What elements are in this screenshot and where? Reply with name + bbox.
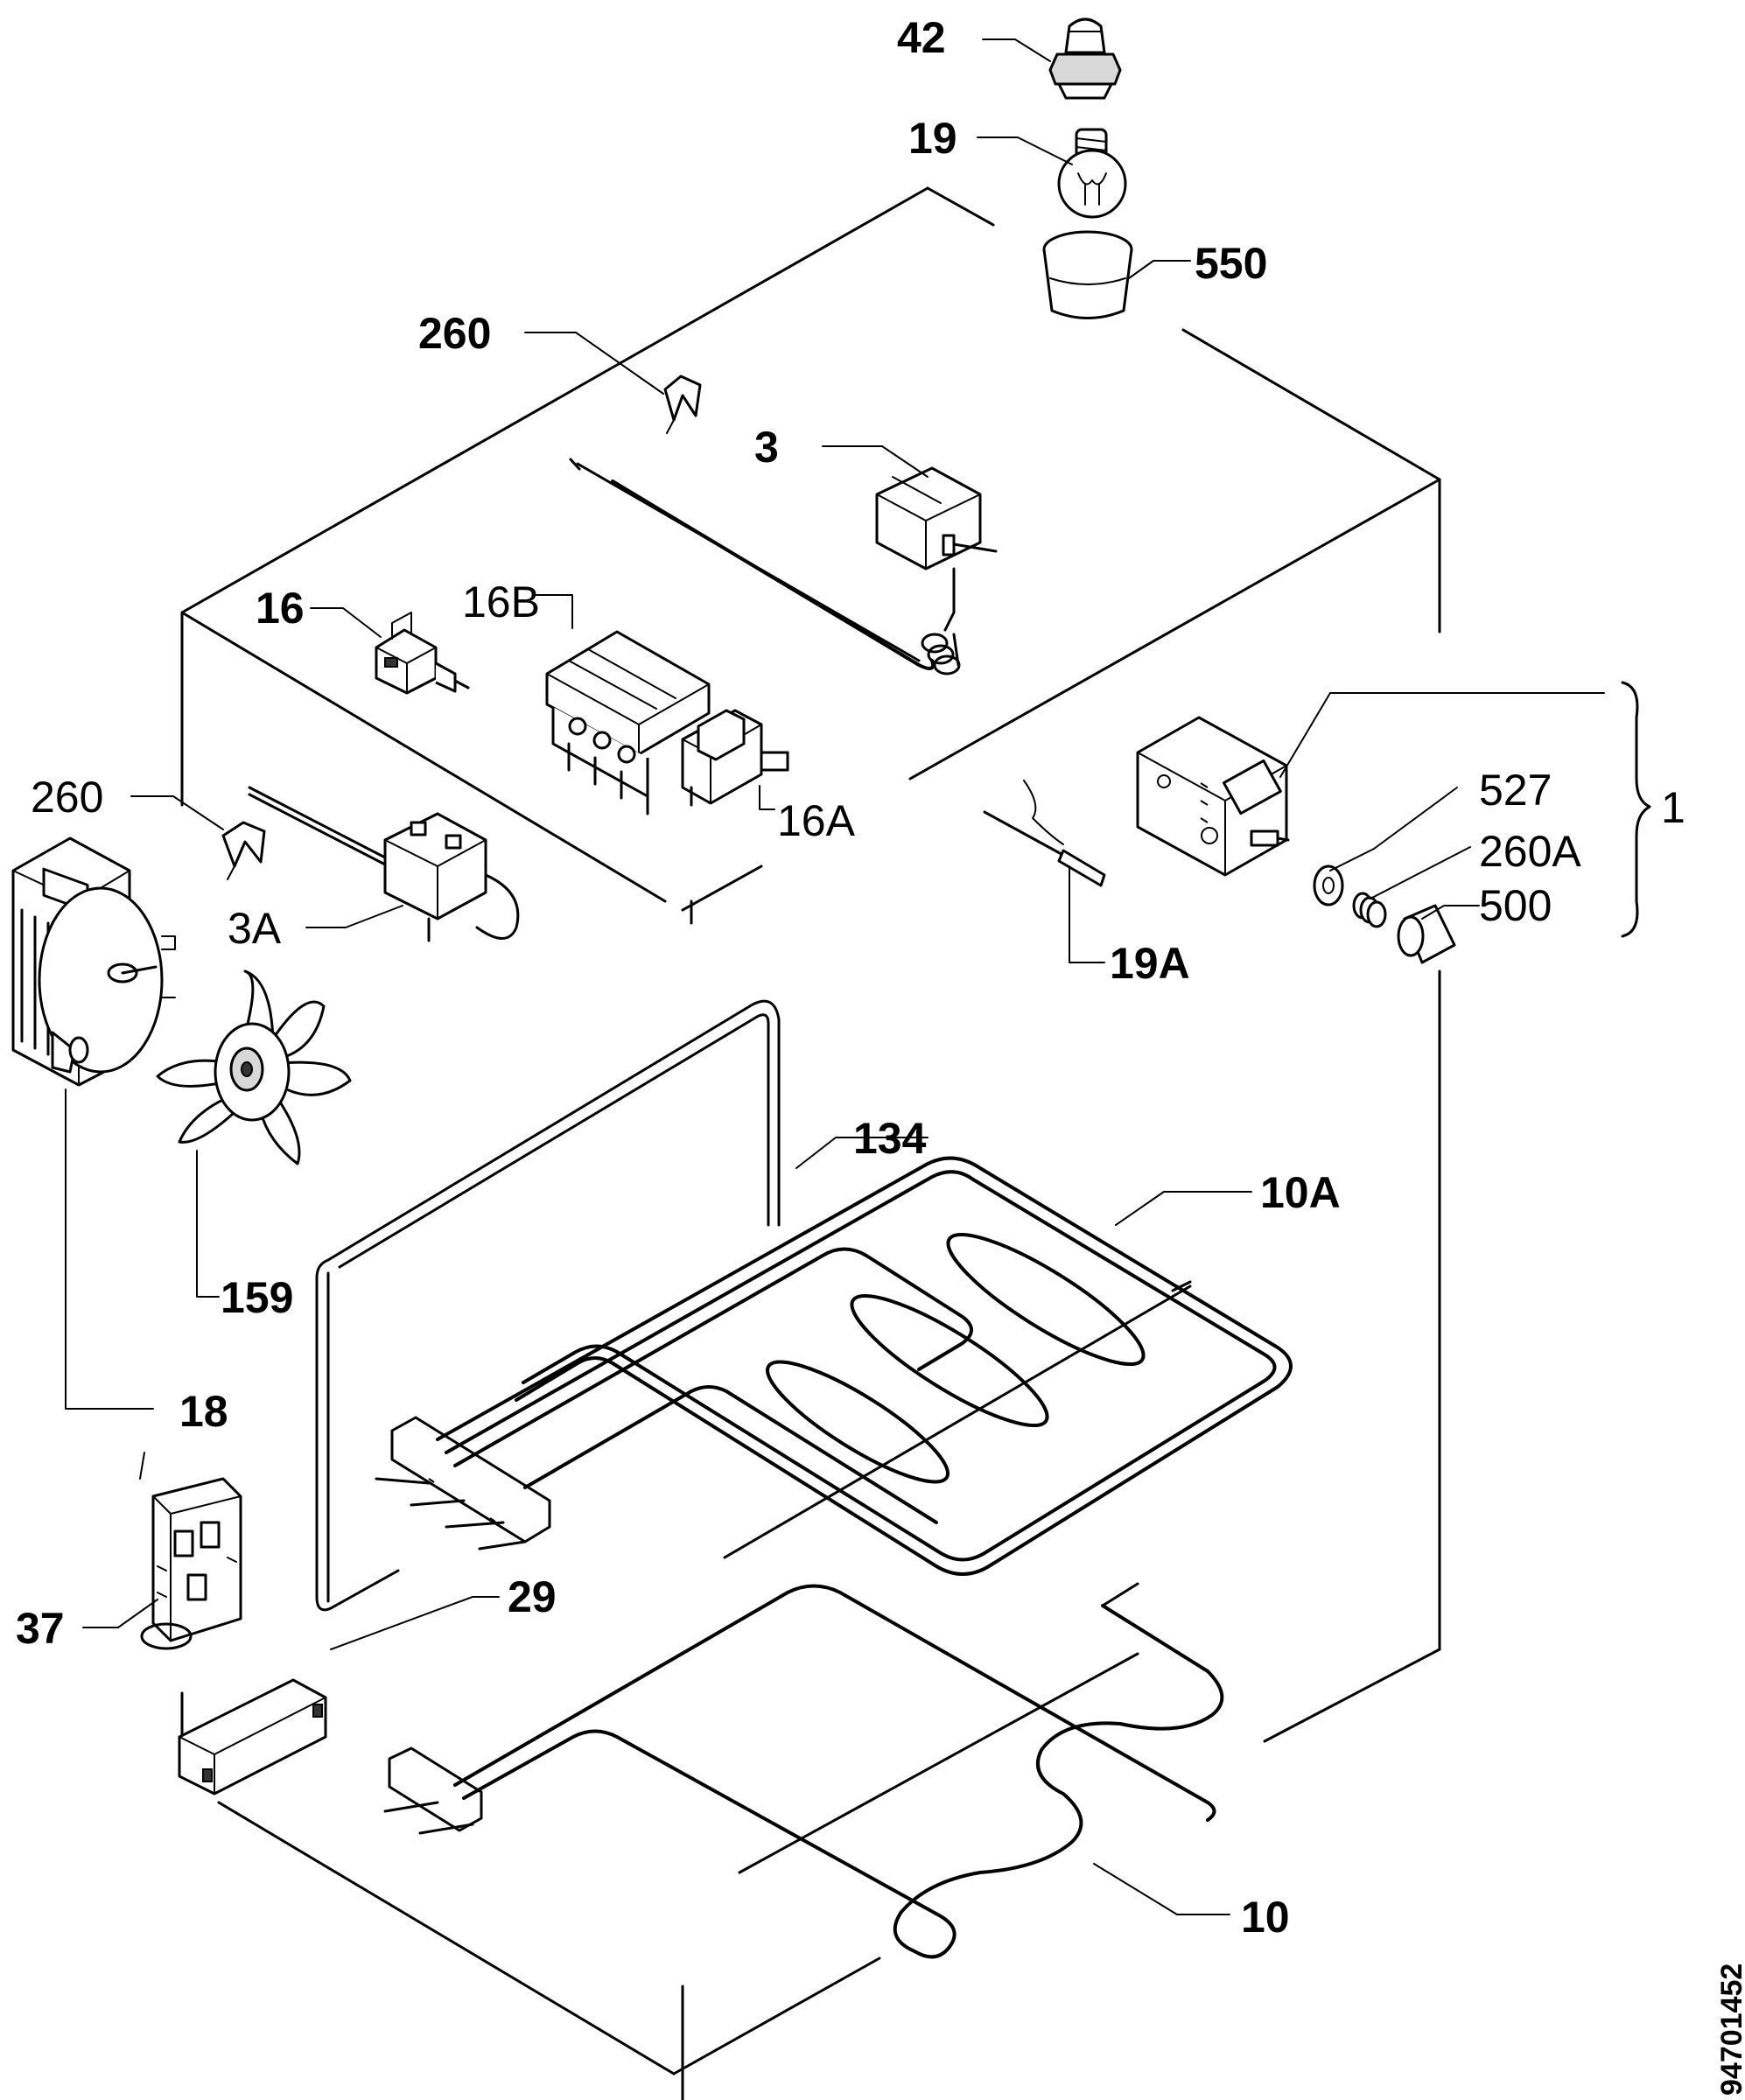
push-switch-part <box>375 612 470 695</box>
lamp-glass-cover-part <box>1042 230 1133 319</box>
label-500: 500 <box>1479 881 1552 930</box>
mounting-clip-top-part <box>663 374 702 434</box>
label-19A: 19A <box>1110 939 1190 988</box>
function-switch-part <box>681 709 789 807</box>
label-16B: 16B <box>462 578 540 626</box>
label-29: 29 <box>508 1572 557 1621</box>
safety-thermostat-part <box>248 786 520 942</box>
lower-heating-element-part <box>383 1582 1224 1959</box>
label-16A: 16A <box>777 796 856 845</box>
upper-heating-element-part <box>375 1156 1293 1576</box>
thermostat-part <box>569 458 998 676</box>
electronic-timer-part <box>1136 716 1290 877</box>
door-hinge-bracket-part <box>140 1477 242 1650</box>
timer-knob-parts <box>1313 864 1456 964</box>
terminal-block-part <box>178 1678 327 1796</box>
label-1: 1 <box>1661 783 1685 832</box>
label-16: 16 <box>256 584 305 633</box>
document-number: 94701452 <box>1715 1964 1745 2096</box>
label-260-top: 260 <box>418 309 491 358</box>
fan-motor-part <box>11 836 176 1087</box>
label-42: 42 <box>897 13 946 62</box>
label-260A: 260A <box>1479 827 1581 876</box>
temperature-sensor-part <box>983 780 1106 887</box>
leader-lines <box>65 38 1651 1915</box>
selector-switch-part <box>545 630 711 816</box>
lamp-bulb-part <box>1057 128 1127 219</box>
label-527: 527 <box>1479 766 1552 815</box>
label-10A: 10A <box>1260 1168 1341 1217</box>
lamp-cover-cap-part <box>1048 18 1122 100</box>
mounting-clip-left-part <box>221 821 266 880</box>
rear-panel-part <box>315 999 781 1612</box>
label-18: 18 <box>179 1387 228 1436</box>
label-3: 3 <box>754 423 779 472</box>
label-134: 134 <box>853 1114 927 1163</box>
label-260-left: 260 <box>31 773 103 822</box>
oven-cabinet-outline <box>180 186 1441 2100</box>
label-159: 159 <box>221 1273 293 1322</box>
label-3A: 3A <box>228 904 282 953</box>
label-10: 10 <box>1241 1893 1290 1942</box>
label-550: 550 <box>1195 239 1267 288</box>
label-37: 37 <box>16 1604 65 1653</box>
part-labels: 42 19 550 260 3 16 16B 16A 260 3A 527 26… <box>16 13 1745 2096</box>
label-19: 19 <box>908 114 957 163</box>
fan-blade-part <box>156 970 352 1166</box>
